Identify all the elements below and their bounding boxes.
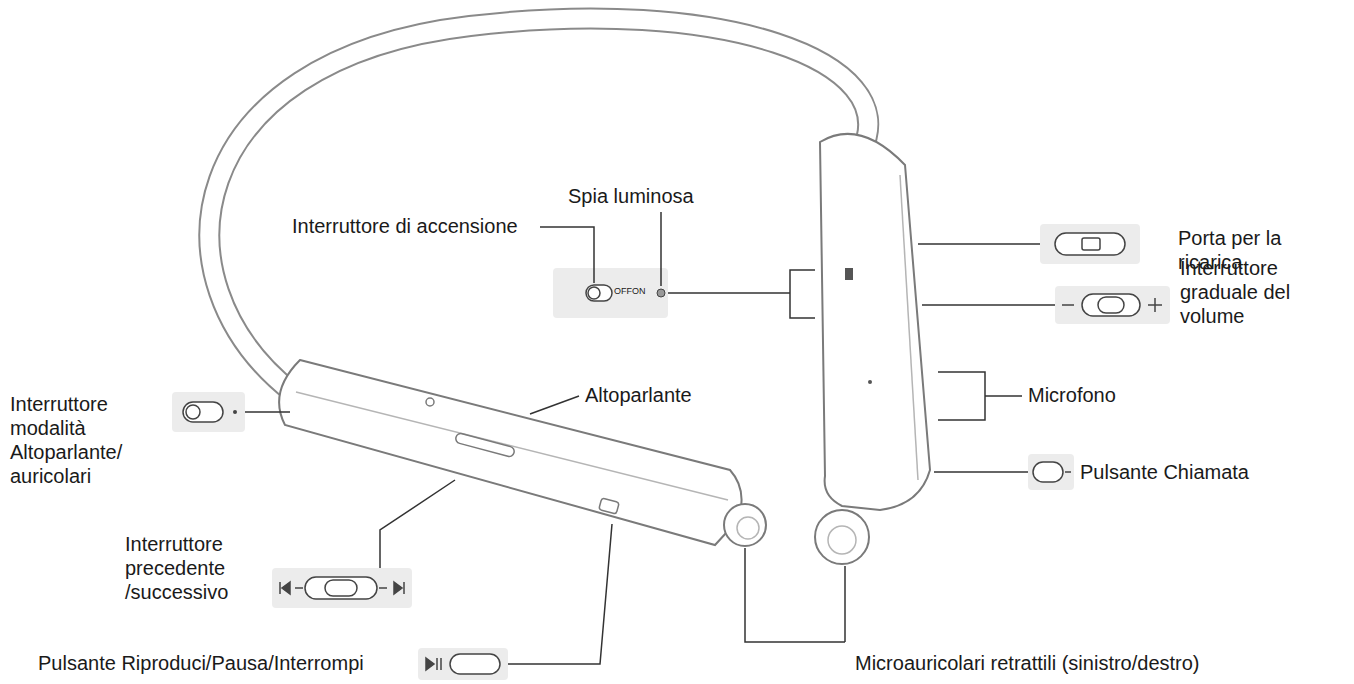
mode-panel [172,392,245,432]
volume-switch [1082,294,1140,316]
switch-knob [186,405,200,419]
right-body-edge [900,175,918,480]
leader-line [245,411,290,413]
part-label: Microauricolari retrattili (sinistro/des… [855,651,1200,675]
part-label: Pulsante Riproduci/Pausa/Interrompi [38,651,364,675]
microphone-hole [868,380,872,384]
neckband-outline [209,19,868,392]
part-label: Microfono [1028,383,1116,407]
leader-line [922,304,1055,306]
indicator-light [657,289,665,297]
charging-panel [1040,224,1140,264]
leader-line [660,212,662,286]
leader-line [530,396,579,414]
logo-mark [845,268,853,280]
icon-panel [418,648,508,680]
part-label: Interruttore di accensione [292,214,518,238]
icon-panel [1040,224,1140,264]
play-button-icon [450,654,500,674]
prev-next-panel [272,568,412,608]
play-pause-marks [426,658,441,670]
leader-line [380,480,455,568]
leader-lines [245,212,1055,664]
leader-line [540,227,594,283]
call-button [1033,462,1063,482]
mode-switch [183,402,223,422]
speaker-grille [426,398,434,406]
power-switch [586,285,612,301]
icon-panel [1055,286,1170,324]
part-label: Pulsante Chiamata [1080,460,1249,484]
switch-knob [588,287,600,299]
icon-panel [1028,454,1074,490]
prev-next-slider [455,432,516,457]
right-earbud [815,510,869,564]
prev-next-marks [280,582,404,594]
icon-panel [272,568,412,608]
part-label: Interruttore modalità Altoparlante/ auri… [10,392,150,488]
call-panel [1028,454,1074,490]
leader-line [918,243,1040,245]
part-label: Interruttore precedente /successivo [125,532,250,604]
left-earbud-tip [737,517,759,539]
leader-line [508,524,612,664]
volume-panel [1055,286,1170,324]
power-panel [553,268,668,318]
right-earbud-tip [828,526,856,554]
call-mark [1065,471,1071,473]
volume-marks [1062,298,1162,312]
neckband [209,19,868,392]
switch-knob [1098,297,1124,313]
icon-panel [172,392,245,432]
left-body [279,360,741,545]
bracket-line [668,270,815,318]
part-label: Interruttore graduale del volume [1180,256,1315,328]
part-label: Altoparlante [585,383,692,407]
play-panel [418,648,508,680]
usb-slot [1082,238,1100,250]
play-button [599,498,619,514]
icon-panel [553,268,668,318]
bracket-line [745,548,845,642]
left-earbud [724,504,766,546]
switch-text: OFFON [614,287,646,296]
mode-mark [233,410,237,414]
right-body [820,134,930,510]
part-label: Spia luminosa [568,184,694,208]
leader-line [934,471,1028,473]
left-body-edge [296,392,728,500]
bracket-line [938,372,1022,420]
charging-port [1055,233,1125,255]
switch-knob [325,580,357,596]
prev-next-switch [305,577,377,599]
